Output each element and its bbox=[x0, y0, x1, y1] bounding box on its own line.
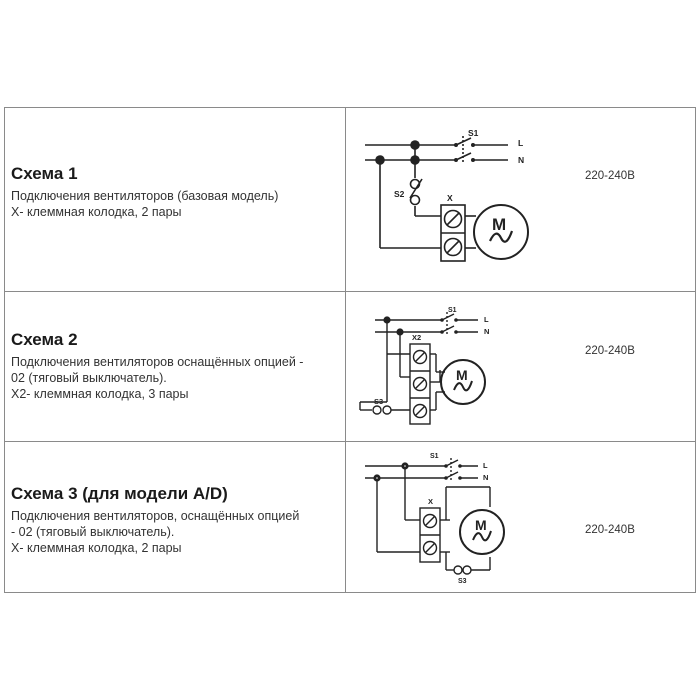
x-label: X bbox=[447, 193, 453, 203]
scheme-1-voltage: 220-240В bbox=[585, 170, 635, 182]
scheme-1-text: Схема 1 Подключения вентиляторов (базова… bbox=[11, 164, 341, 220]
l-label: L bbox=[484, 315, 489, 324]
scheme-2-row: Схема 2 Подключения вентиляторов оснащён… bbox=[5, 291, 695, 441]
motor-label: M bbox=[492, 215, 506, 234]
junction-n2 bbox=[410, 155, 420, 165]
l-label: L bbox=[483, 461, 488, 470]
scheme-2-voltage: 220-240В bbox=[585, 345, 635, 357]
s1-label: S1 bbox=[430, 453, 439, 460]
x-label: X bbox=[428, 497, 433, 506]
scheme-2-text: Схема 2 Подключения вентиляторов оснащён… bbox=[11, 330, 341, 402]
s3-label: S3 bbox=[458, 578, 467, 585]
schemes-table: Схема 1 Подключения вентиляторов (базова… bbox=[4, 107, 696, 593]
motor-symbol bbox=[459, 509, 505, 555]
n-label: N bbox=[484, 327, 489, 336]
scheme-2-title: Схема 2 bbox=[11, 330, 78, 349]
scheme-1-title: Схема 1 bbox=[11, 164, 78, 183]
scheme-2-wiring-svg: S1 X2 S3 L N M bbox=[359, 307, 489, 425]
scheme-3-title: Схема 3 (для модели A/D) bbox=[11, 484, 228, 503]
scheme-2-description: Подключения вентиляторов оснащённых опци… bbox=[11, 355, 304, 401]
scheme-3-text: Схема 3 (для модели A/D) Подключения вен… bbox=[11, 484, 341, 556]
scheme-1-diagram: S1 S2 X L N M bbox=[350, 108, 550, 291]
junction-n bbox=[375, 155, 385, 165]
column-divider bbox=[345, 108, 346, 592]
scheme-3-description: Подключения вентиляторов, оснащённых опц… bbox=[11, 509, 300, 555]
scheme-1-wiring-svg: S1 S2 X L N M bbox=[365, 128, 529, 262]
n-label: N bbox=[483, 473, 488, 482]
scheme-3-voltage: 220-240В bbox=[585, 524, 635, 536]
n-label: N bbox=[518, 155, 524, 165]
terminal-block-x2 bbox=[409, 343, 431, 425]
scheme-2-diagram: S1 X2 S3 L N M bbox=[350, 292, 550, 442]
motor-label: M bbox=[475, 517, 487, 533]
scheme-3-diagram: S1 X S3 L N M bbox=[350, 442, 550, 593]
s3-label: S3 bbox=[374, 397, 383, 406]
motor-symbol bbox=[473, 204, 529, 260]
l-label: L bbox=[518, 138, 523, 148]
s2-label: S2 bbox=[394, 189, 405, 199]
motor-symbol bbox=[440, 359, 486, 405]
scheme-3-row: Схема 3 (для модели A/D) Подключения вен… bbox=[5, 441, 695, 592]
motor-label: M bbox=[456, 367, 468, 383]
s1-label: S1 bbox=[448, 307, 457, 314]
s1-label: S1 bbox=[468, 128, 479, 138]
scheme-1-description: Подключения вентиляторов (базовая модель… bbox=[11, 189, 279, 219]
scheme-3-wiring-svg: S1 X S3 L N M bbox=[365, 453, 505, 585]
scheme-1-row: Схема 1 Подключения вентиляторов (базова… bbox=[5, 108, 695, 291]
junction-l bbox=[410, 140, 420, 150]
x2-label: X2 bbox=[412, 333, 421, 342]
